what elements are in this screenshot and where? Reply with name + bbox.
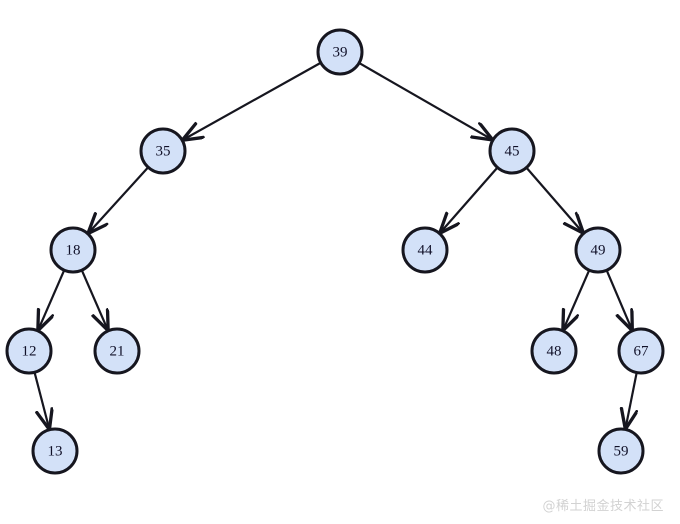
tree-node-circle bbox=[617, 327, 665, 375]
tree-node-circle bbox=[401, 226, 449, 274]
tree-edge bbox=[38, 269, 66, 330]
tree-edge bbox=[88, 166, 150, 233]
tree-node[interactable]: 21 bbox=[93, 327, 141, 375]
tree-node[interactable]: 44 bbox=[401, 226, 449, 274]
tree-node-circle bbox=[597, 427, 645, 475]
tree-node[interactable]: 35 bbox=[139, 127, 187, 175]
tree-node[interactable]: 12 bbox=[5, 327, 53, 375]
tree-node[interactable]: 67 bbox=[617, 327, 665, 375]
tree-edge bbox=[626, 372, 637, 429]
tree-node-label: 59 bbox=[614, 444, 629, 460]
tree-node-label: 35 bbox=[156, 144, 171, 160]
watermark-label: @稀土掘金技术社区 bbox=[542, 499, 664, 514]
tree-edge bbox=[80, 269, 108, 330]
tree-node[interactable]: 13 bbox=[31, 427, 79, 475]
tree-node-circle bbox=[5, 327, 53, 375]
tree-edge bbox=[563, 269, 591, 330]
tree-node-circle bbox=[574, 226, 622, 274]
tree-node-circle bbox=[31, 427, 79, 475]
tree-node-label: 12 bbox=[22, 344, 37, 360]
tree-node[interactable]: 45 bbox=[488, 127, 536, 175]
tree-node-label: 49 bbox=[591, 243, 606, 259]
tree-node[interactable]: 18 bbox=[49, 226, 97, 274]
tree-node[interactable]: 49 bbox=[574, 226, 622, 274]
tree-node-label: 44 bbox=[418, 243, 434, 259]
tree-node-circle bbox=[530, 327, 578, 375]
tree-edge bbox=[605, 269, 632, 330]
tree-node-circle bbox=[488, 127, 536, 175]
tree-node-label: 13 bbox=[48, 444, 63, 460]
tree-edge bbox=[183, 61, 322, 140]
tree-node-label: 18 bbox=[66, 243, 81, 259]
tree-node[interactable]: 59 bbox=[597, 427, 645, 475]
tree-node[interactable]: 48 bbox=[530, 327, 578, 375]
tree-edge bbox=[525, 166, 582, 233]
tree-node-label: 67 bbox=[634, 344, 650, 360]
tree-node[interactable]: 39 bbox=[316, 28, 364, 76]
tree-node-label: 21 bbox=[110, 344, 125, 360]
node-layer: 39 35 45 18 44 49 12 21 48 67 13 59 bbox=[5, 28, 665, 475]
tree-node-label: 45 bbox=[505, 144, 520, 160]
tree-node-circle bbox=[49, 226, 97, 274]
tree-node-label: 48 bbox=[547, 344, 562, 360]
tree-node-label: 39 bbox=[333, 45, 348, 61]
tree-node-circle bbox=[316, 28, 364, 76]
edge-layer bbox=[33, 61, 637, 429]
tree-node-circle bbox=[93, 327, 141, 375]
tree-node-circle bbox=[139, 127, 187, 175]
tree-edge bbox=[440, 166, 499, 233]
tree-edge bbox=[358, 62, 492, 140]
tree-edge bbox=[33, 372, 50, 428]
